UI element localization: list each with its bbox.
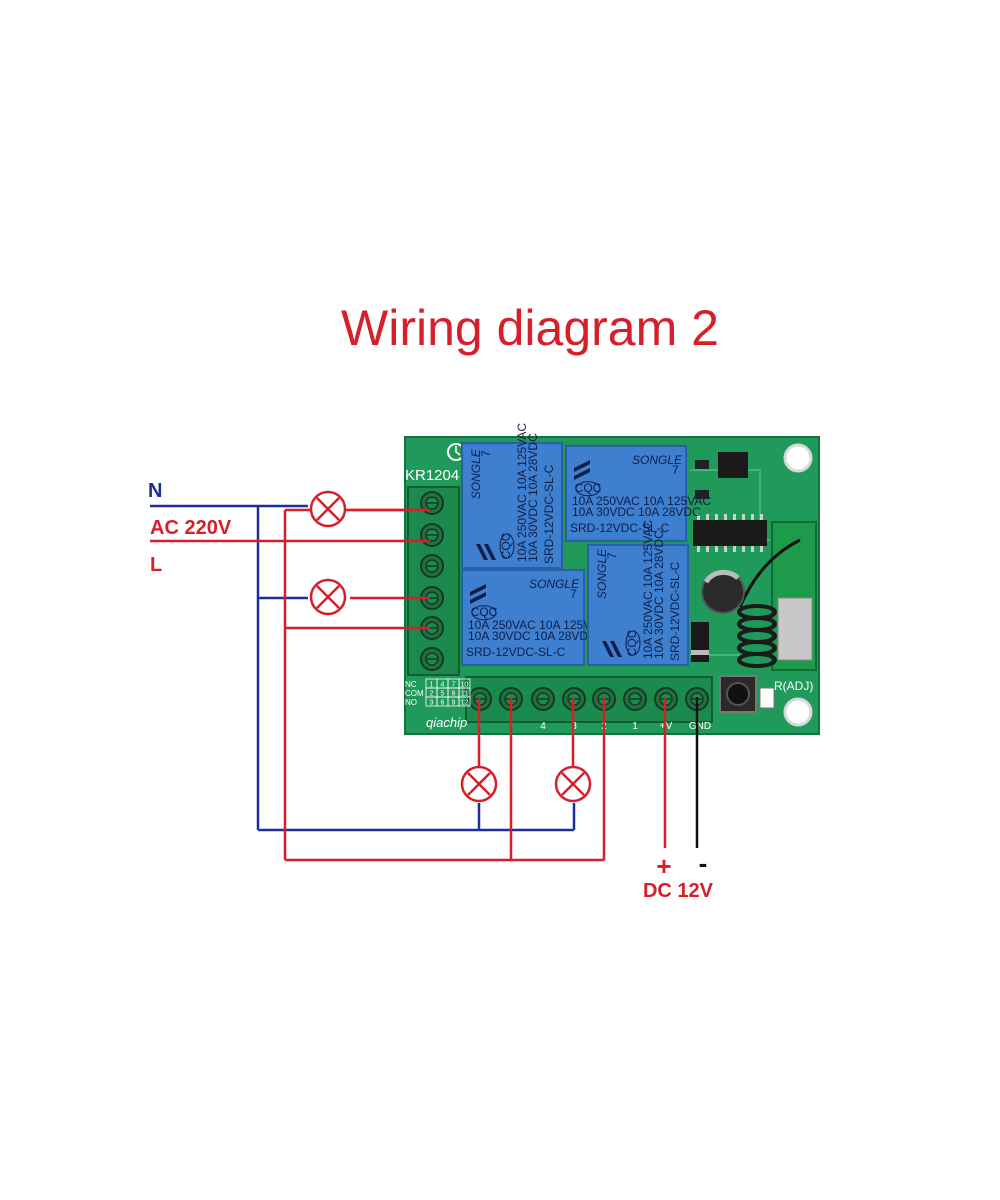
lamp-icon	[554, 765, 592, 803]
diagram-title: Wiring diagram 2	[341, 300, 719, 356]
bottom-terminal-label: 4	[540, 721, 546, 732]
terminal-grid-cell: 4	[441, 682, 445, 689]
indicator-led	[759, 687, 775, 709]
dc-plus-label: +	[656, 851, 671, 881]
relay-pin: 7	[479, 450, 493, 457]
cqc-icon	[499, 533, 515, 559]
lamp-icon	[460, 765, 498, 803]
relay-rating: 10A 250VAC 10A 125VAC	[641, 520, 655, 659]
terminal-screw	[420, 523, 444, 547]
relay-cert: CQC	[575, 481, 602, 495]
antenna-coil	[737, 604, 777, 668]
ic-chip	[718, 452, 748, 478]
live-label: L	[150, 554, 162, 576]
terminal-screw	[420, 647, 444, 671]
songle-logo-icon	[574, 460, 590, 480]
terminal-screw	[623, 687, 647, 711]
relay-model: SRD-12VDC-SL-C	[668, 561, 682, 661]
terminal-screw	[420, 554, 444, 578]
terminal-screw	[420, 491, 444, 515]
ac-source-label: AC 220V	[150, 517, 232, 539]
relay-rating: 10A 30VDC 10A 28VDC	[652, 530, 666, 659]
lamp-icon	[309, 578, 347, 616]
diode	[691, 622, 709, 662]
board-model-label: KR1204	[405, 467, 459, 484]
relay-pin: 7	[570, 587, 577, 601]
songle-logo-icon	[476, 544, 496, 560]
terminal-grid-cell: 12	[461, 700, 469, 707]
relay-cert: CQC	[471, 605, 498, 619]
ic-chip	[693, 520, 767, 546]
cqc-icon	[575, 481, 601, 497]
terminal-grid-cell: 3	[430, 700, 434, 707]
terminal-row-label: NC	[405, 680, 417, 689]
brand-label: qiachip	[426, 715, 467, 730]
relay-rating: 10A 250VAC 10A 125VAC	[515, 423, 529, 562]
terminal-grid-cell: 2	[430, 691, 434, 698]
relay-cert: CQC	[499, 532, 513, 559]
terminal-grid-cell: 9	[452, 700, 456, 707]
terminal-grid-cell: 1	[430, 682, 434, 689]
dc-source-label: DC 12V	[643, 880, 714, 902]
terminal-grid-cell: 8	[452, 691, 456, 698]
lamp-icon	[309, 490, 347, 528]
terminal-grid-cell: 7	[452, 682, 456, 689]
bottom-terminal-label: 1	[632, 721, 638, 732]
relay-cert: CQC	[625, 629, 639, 656]
terminal-screw	[531, 687, 555, 711]
relay-pin: 7	[672, 463, 679, 477]
terminal-row-label: COM	[405, 689, 424, 698]
songle-logo-icon	[470, 584, 486, 604]
relay-rating: 10A 250VAC 10A 125VAC	[572, 494, 711, 508]
neutral-label: N	[148, 480, 162, 502]
cqc-icon	[471, 605, 497, 621]
ic-chip	[695, 460, 709, 469]
relay-rating: 10A 30VDC 10A 28VDC	[572, 505, 701, 519]
bottom-terminal-block	[465, 676, 713, 723]
adjust-label: R(ADJ)	[774, 679, 813, 693]
relay-brand: SONGLE	[529, 577, 580, 591]
terminal-grid-cell: 10	[461, 682, 469, 689]
terminal-grid-cell: 5	[441, 691, 445, 698]
relay-model: SRD-12VDC-SL-C	[466, 645, 566, 659]
ic-chip	[695, 490, 709, 499]
terminal-row-label: NO	[405, 698, 417, 707]
cqc-icon	[625, 630, 641, 656]
left-terminal-block	[407, 486, 460, 676]
relay-rating: 10A 30VDC 10A 28VDC	[526, 433, 540, 562]
relay-rating: 10A 30VDC 10A 28VDC	[468, 629, 597, 643]
relay-brand: SONGLE	[595, 548, 609, 599]
terminal-grid-cell: 6	[441, 700, 445, 707]
relay-model: SRD-12VDC-SL-C	[570, 521, 670, 535]
relay-brand: SONGLE	[632, 453, 683, 467]
neutral-wires	[150, 504, 576, 832]
dc-minus-label: -	[699, 848, 708, 878]
relay-pin: 7	[605, 552, 619, 559]
relay-model: SRD-12VDC-SL-C	[542, 464, 556, 564]
bottom-terminal-label: GND	[689, 721, 711, 732]
songle-logo-icon	[602, 641, 622, 657]
terminal-grid-cell: 11	[461, 691, 468, 698]
relay-brand: SONGLE	[469, 448, 483, 499]
relay-rating: 10A 250VAC 10A 125VAC	[468, 618, 607, 632]
live-wires	[150, 508, 667, 862]
